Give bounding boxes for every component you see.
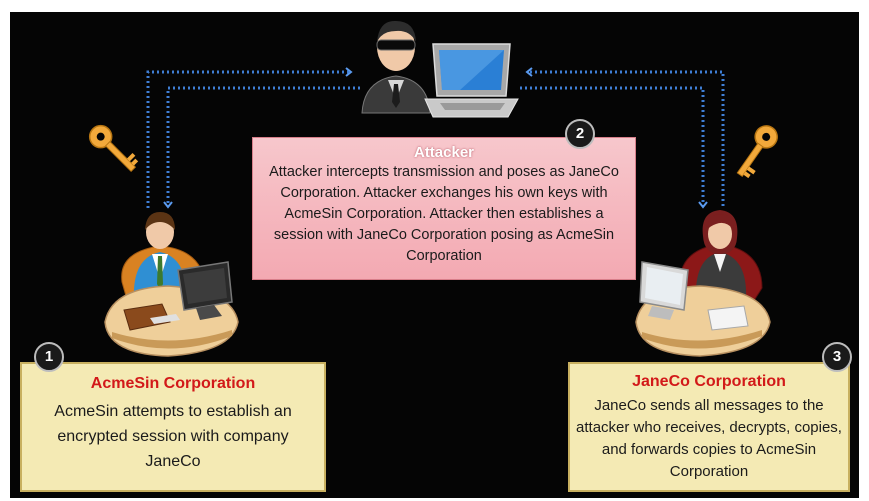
connector-attacker-janeco	[520, 67, 725, 209]
attacker-note: Attacker Attacker intercepts transmissio…	[252, 137, 636, 280]
laptop-icon	[424, 43, 519, 118]
acmesin-note: AcmeSin Corporation AcmeSin attempts to …	[20, 362, 326, 492]
janeco-note: JaneCo Corporation JaneCo sends all mess…	[568, 362, 850, 492]
acmesin-note-text: AcmeSin attempts to establish an encrypt…	[54, 403, 292, 470]
attacker-note-title: Attacker	[413, 144, 475, 161]
step-badge-3: 3	[822, 342, 852, 372]
janeco-note-text: JaneCo sends all messages to the attacke…	[576, 397, 842, 480]
attacker-note-text: Attacker intercepts transmission and pos…	[269, 164, 619, 264]
acmesin-note-title: AcmeSin Corporation	[90, 375, 256, 392]
connector-acmesin-attacker	[146, 67, 360, 209]
key-icon	[88, 124, 139, 173]
businessman-at-desk-icon	[104, 212, 239, 357]
step-badge-2: 2	[565, 119, 595, 149]
key-icon	[736, 125, 778, 179]
attacker-figure-icon	[361, 20, 431, 114]
janeco-note-title: JaneCo Corporation	[632, 373, 786, 390]
step-badge-1: 1	[34, 342, 64, 372]
businesswoman-at-desk-icon	[635, 210, 771, 357]
